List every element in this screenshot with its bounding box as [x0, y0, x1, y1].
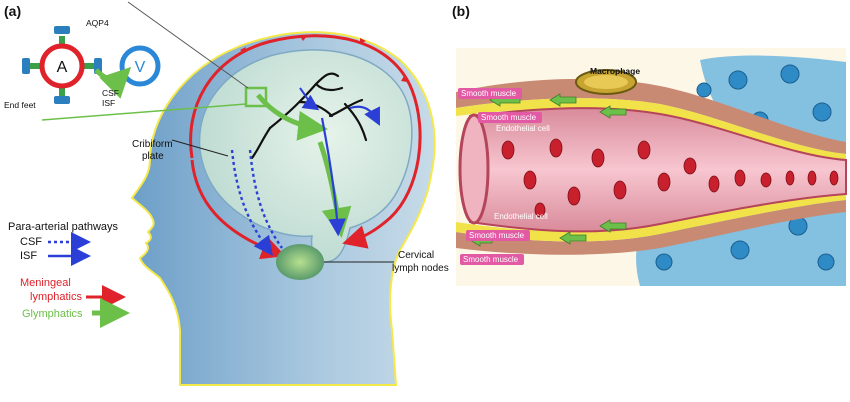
- smooth-muscle-tag-4: [460, 254, 524, 265]
- isf-path: [320, 117, 346, 237]
- smooth-muscle-label-1: Smooth muscle: [461, 89, 517, 98]
- panel-a: [22, 1, 436, 386]
- zoom-region-box: [244, 86, 268, 108]
- macrophage-label: Macrophage: [590, 66, 640, 76]
- endothelial-label-top: Endothelial cell: [496, 124, 550, 133]
- legend-title: Para-arterial pathways: [8, 221, 119, 233]
- legend: Para-arterial pathways CSF ISF Meningeal…: [8, 221, 130, 328]
- aqp4-label: AQP4: [86, 18, 109, 28]
- artery-circle: [39, 43, 85, 89]
- csf-path: [230, 149, 273, 256]
- vessel-opening: [458, 113, 490, 225]
- artery-label: A: [57, 59, 68, 76]
- cervical-lymph-node: [276, 244, 324, 280]
- legend-csf: CSF: [20, 236, 42, 248]
- cribiform-label-2: plate: [142, 151, 164, 162]
- panel-a-text: (a) A V AQP4 End feet CSF ISF Cribiform …: [4, 3, 449, 274]
- csf-path-2: [248, 149, 283, 249]
- inset-isf-label: ISF: [102, 98, 115, 108]
- lymph-label-2: lymph nodes: [392, 263, 449, 274]
- smooth-muscle-label-4: Smooth muscle: [463, 255, 519, 264]
- panel-b: [456, 48, 847, 286]
- end-feet-label: End feet: [4, 100, 36, 110]
- panel-b-label: (b): [452, 3, 470, 19]
- isf-path-2: [349, 105, 380, 126]
- brain: [198, 49, 413, 263]
- inset-vessel-diagram: [22, 26, 161, 104]
- glymphatic-path: [256, 93, 328, 141]
- zoom-leader-line: [41, 103, 247, 121]
- cribiform-leader-line: [171, 139, 229, 157]
- vein-label: V: [135, 59, 146, 76]
- legend-glymphatics: Glymphatics: [22, 308, 83, 320]
- smooth-muscle-tag-2: [478, 112, 542, 123]
- legend-meningeal-2: lymphatics: [30, 291, 82, 303]
- smooth-muscle-label-2: Smooth muscle: [481, 113, 537, 122]
- panel-b-text: (b) Macrophage Smooth muscle Smooth musc…: [452, 3, 640, 265]
- meningeal-lymphatic-path: [189, 34, 422, 249]
- meningeal-arrowheads: [240, 36, 407, 82]
- smooth-muscle-tag-3: [466, 230, 530, 241]
- isf-path-3: [299, 87, 320, 111]
- endothelial-label-bottom: Endothelial cell: [494, 212, 548, 221]
- smooth-muscle-tag-1: [458, 88, 522, 99]
- panel-a-label: (a): [4, 3, 21, 19]
- lymph-label-1: Cervical: [398, 250, 434, 261]
- cribiform-label-1: Cribiform: [132, 139, 173, 150]
- red-blood-cells: [501, 138, 839, 218]
- smooth-muscle-label-3: Smooth muscle: [469, 231, 525, 240]
- legend-isf: ISF: [20, 250, 37, 262]
- smooth-muscle-outer-bottom: [456, 200, 846, 255]
- inset-csf-label: CSF: [102, 88, 119, 98]
- zoom-leader-top: [127, 1, 249, 89]
- legend-meningeal-1: Meningeal: [20, 277, 71, 289]
- smooth-muscle-yellow-top: [456, 98, 846, 160]
